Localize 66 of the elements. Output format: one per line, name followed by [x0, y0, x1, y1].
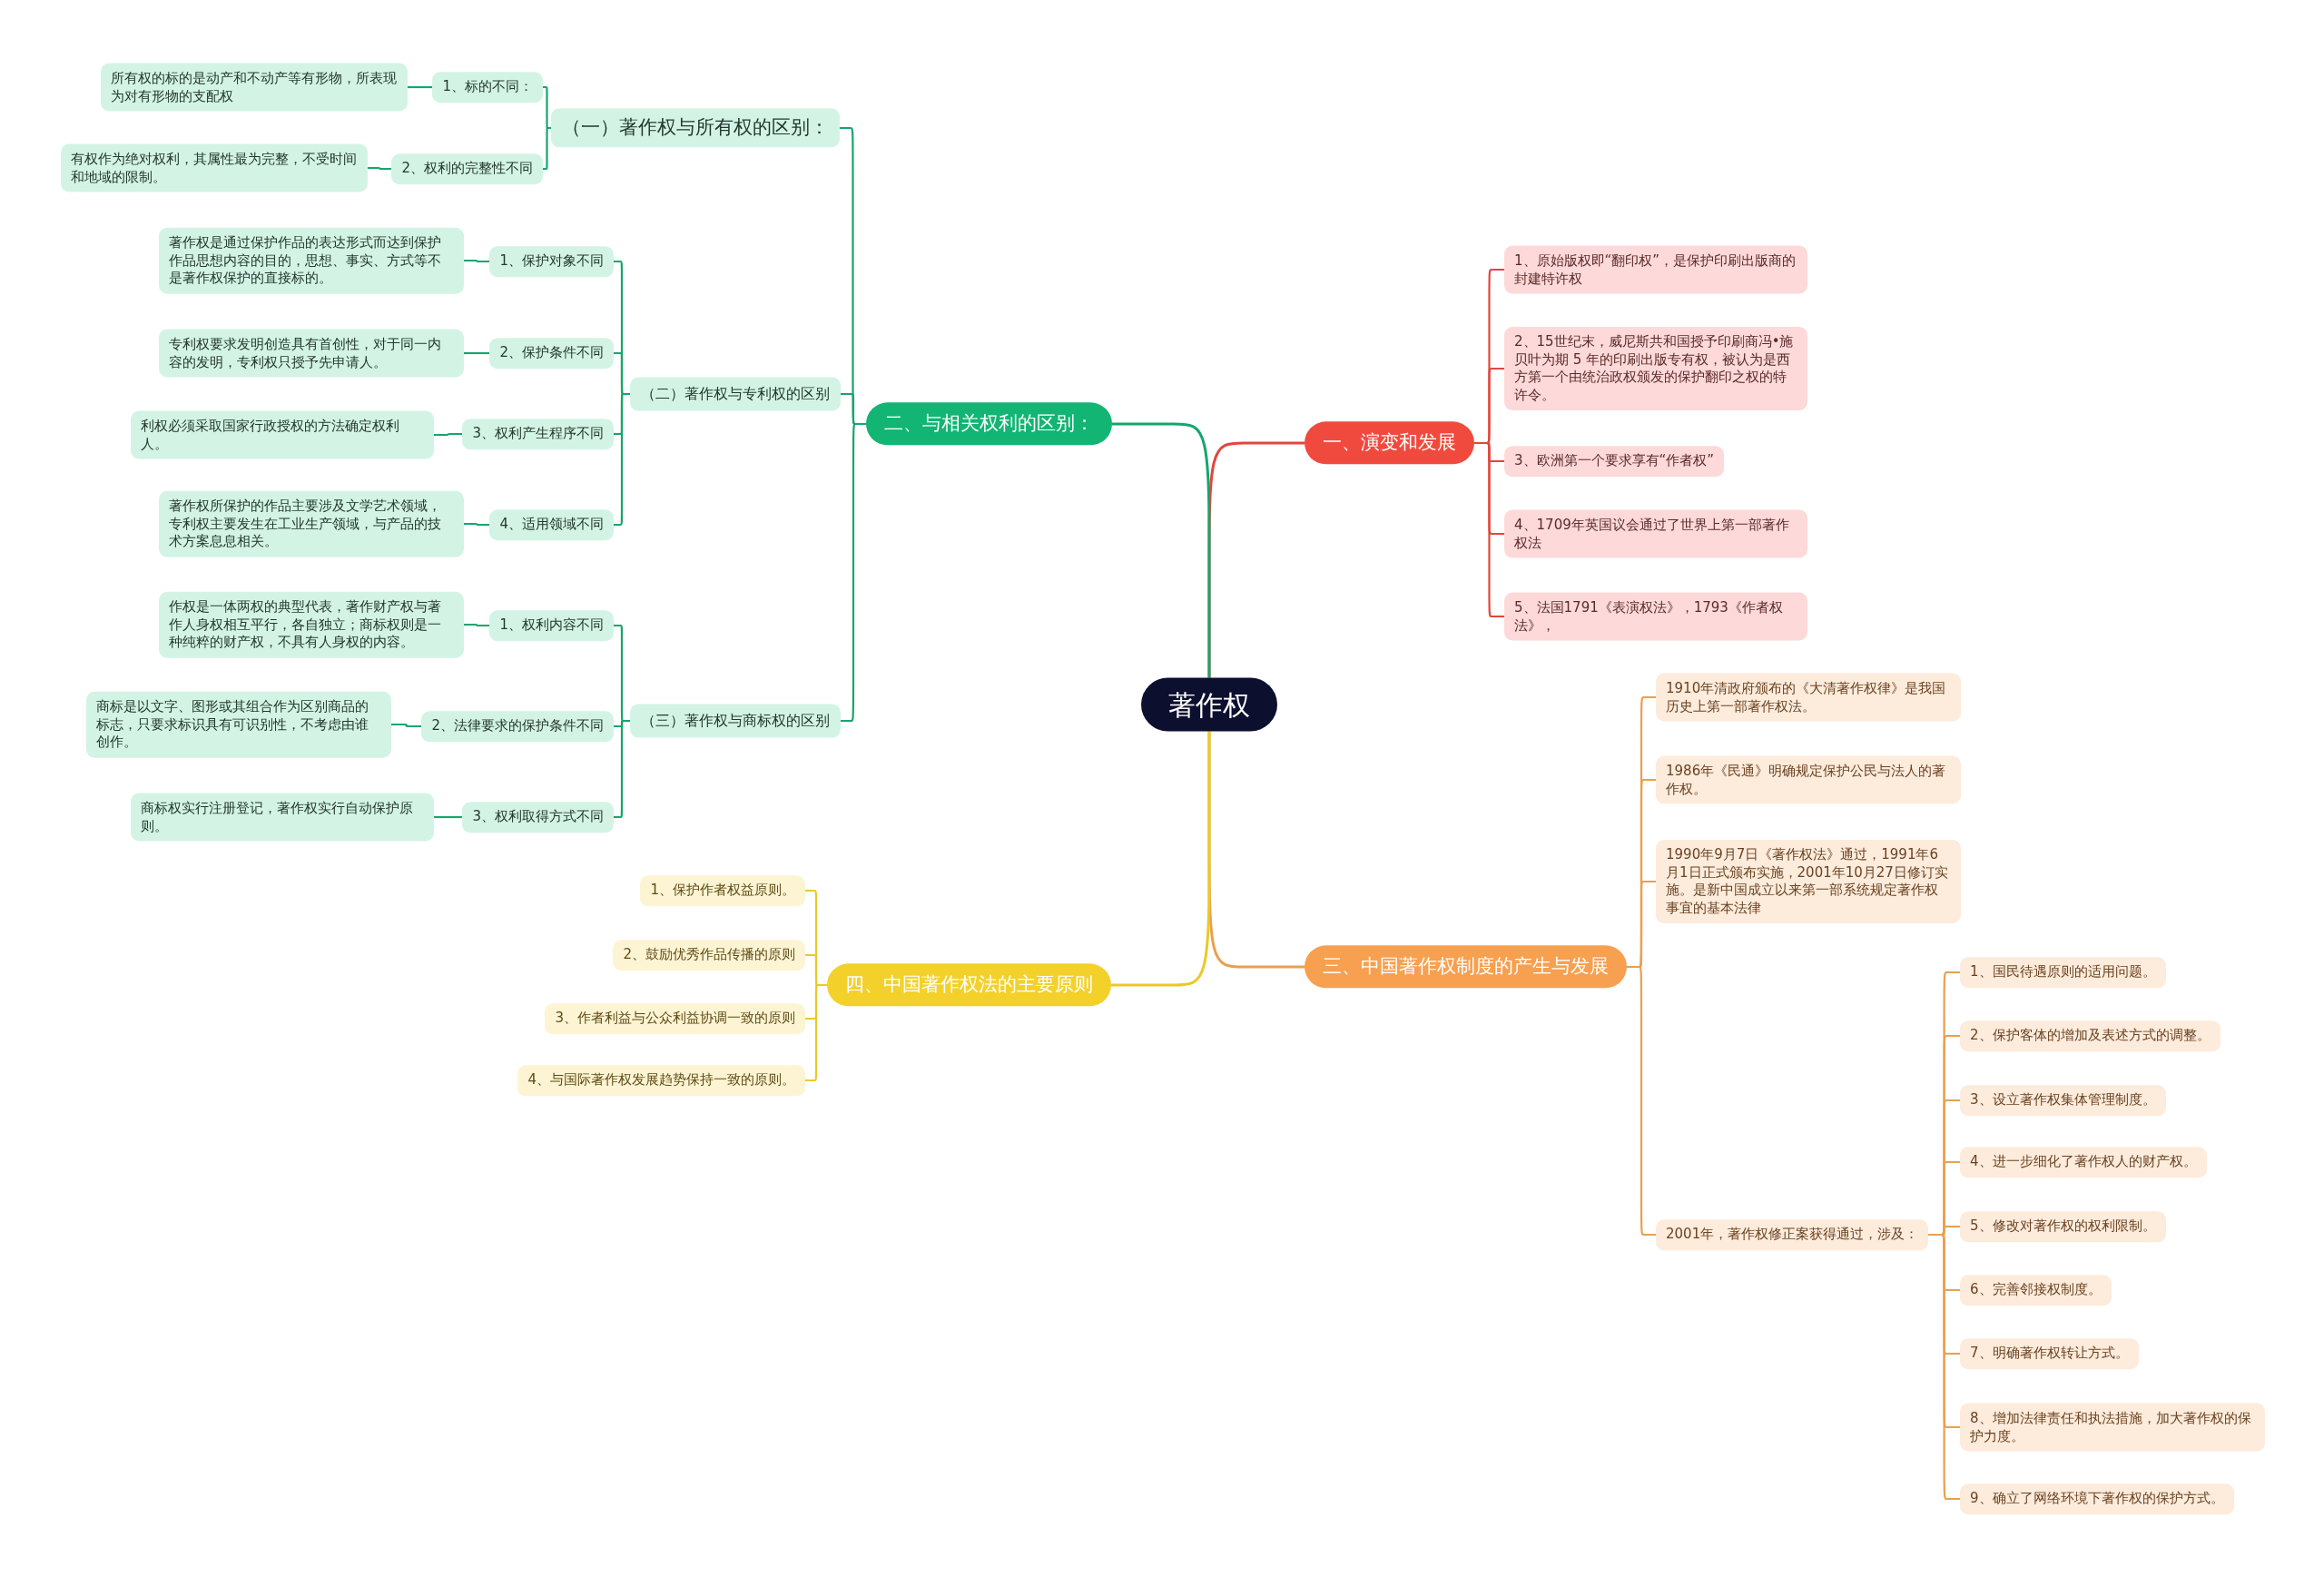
topic-box: 4、1709年英国议会通过了世界上第一部著作权法 — [1504, 509, 1807, 558]
topic-box: 4、与国际著作权发展趋势保持一致的原则。 — [517, 1065, 805, 1096]
topic-box: 3、权利产生程序不同 — [462, 419, 614, 449]
topic-box: 4、进一步细化了著作权人的财产权。 — [1960, 1147, 2207, 1178]
connector-line — [805, 983, 827, 1082]
connector-line — [391, 723, 422, 728]
connector-line — [1474, 441, 1504, 618]
connector-line — [368, 166, 392, 171]
topic-box: 1910年清政府颁布的《大清著作权律》是我国历史上第一部著作权法。 — [1656, 673, 1961, 722]
topic-box: 作权是一体两权的典型代表，著作财产权与著作人身权相互平行，各自独立；商标权则是一种纯粹的财产权，不具有人身权的内容。 — [159, 591, 464, 658]
topic-box: 9、确立了网络环境下著作权的保护方式。 — [1960, 1483, 2234, 1514]
topic-box: 1、保护对象不同 — [489, 246, 614, 277]
central-topic: 著作权 — [1141, 677, 1277, 732]
topic-box: 2、法律要求的保护条件不同 — [421, 711, 614, 742]
branch-topic: 三、中国著作权制度的产生与发展 — [1305, 945, 1627, 989]
topic-box: 所有权的标的是动产和不动产等有形物，所表现为对有形物的支配权 — [101, 63, 408, 112]
topic-box: 商标权实行注册登记，著作权实行自动保护原则。 — [131, 793, 434, 842]
connector-line — [464, 623, 490, 627]
connector-line — [464, 522, 490, 527]
topic-box: 3、作者利益与公众利益协调一致的原则 — [545, 1003, 805, 1034]
subtopic-box: （一）著作权与所有权的区别： — [551, 108, 840, 148]
topic-box: 2、保护条件不同 — [489, 338, 614, 369]
topic-box: 3、设立著作权集体管理制度。 — [1960, 1085, 2166, 1116]
topic-box: 1990年9月7日《著作权法》通过，1991年6月1日正式颁布实施，2001年10月27日修订实施。是新中国成立以来第一部系统规定著作权事宜的基本法律 — [1656, 840, 1961, 923]
topic-box: 2001年，著作权修正案获得通过，涉及： — [1656, 1219, 1929, 1250]
topic-box: 著作权所保护的作品主要涉及文学艺术领域，专利权主要发生在工业生产领域，与产品的技术方案息息相关。 — [159, 490, 464, 557]
topic-box: 4、适用领域不同 — [489, 509, 614, 540]
topic-box: 2、15世纪末，威尼斯共和国授予印刷商冯•施贝叶为期 5 年的印刷出版专有权，被认为是西方第一个由统治政权颁发的保护翻印之权的特许令。 — [1504, 327, 1807, 410]
topic-box: 著作权是通过保护作品的表达形式而达到保护作品思想内容的目的，思想、事实、方式等不是著作权保护的直接标的。 — [159, 227, 464, 294]
topic-box: 3、欧洲第一个要求享有“作者权” — [1504, 446, 1725, 477]
topic-box: 7、明确著作权转让方式。 — [1960, 1338, 2139, 1369]
topic-box: 1、原始版权即“翻印权”，是保护印刷出版商的封建特许权 — [1504, 245, 1807, 294]
topic-box: 2、权利的完整性不同 — [391, 153, 543, 184]
topic-box: 1、保护作者权益原则。 — [640, 875, 805, 906]
branch-topic: 四、中国著作权法的主要原则 — [827, 963, 1111, 1007]
topic-box: 专利权要求发明创造具有首创性，对于同一内容的发明，专利权只授予先申请人。 — [159, 329, 464, 378]
topic-box: 1986年《民通》明确规定保护公民与法人的著作权。 — [1656, 755, 1961, 804]
topic-box: 6、完善邻接权制度。 — [1960, 1275, 2112, 1306]
branch-topic: 二、与相关权利的区别： — [866, 402, 1112, 446]
topic-box: 5、修改对著作权的权利限制。 — [1960, 1211, 2166, 1242]
subtopic-box: （二）著作权与专利权的区别 — [630, 377, 841, 411]
topic-box: 1、标的不同： — [432, 72, 543, 103]
topic-box: 2、保护客体的增加及表述方式的调整。 — [1960, 1020, 2221, 1051]
connector-line — [1627, 965, 1656, 1237]
topic-box: 商标是以文字、图形或其组合作为区别商品的标志，只要求标识具有可识别性，不考虑由谁创作。 — [86, 691, 391, 758]
topic-box: 有权作为绝对权利，其属性最为完整，不受时间和地域的限制。 — [61, 143, 368, 192]
subtopic-box: （三）著作权与商标权的区别 — [630, 704, 841, 738]
topic-box: 1、权利内容不同 — [489, 610, 614, 641]
connector-line — [434, 432, 463, 437]
connector-line — [841, 422, 866, 723]
topic-box: 8、增加法律责任和执法措施，加大著作权的保护力度。 — [1960, 1403, 2265, 1452]
connector-line — [434, 815, 463, 819]
connector-line — [408, 85, 433, 89]
connector-line — [464, 259, 490, 263]
connector-line — [614, 719, 630, 819]
topic-box: 5、法国1791《表演权法》，1793《作者权法》， — [1504, 592, 1807, 641]
connector-line — [614, 392, 630, 527]
topic-box: 2、鼓励优秀作品传播的原则 — [613, 940, 805, 971]
topic-box: 3、权利取得方式不同 — [462, 802, 614, 833]
topic-box: 1、国民待遇原则的适用问题。 — [1960, 957, 2166, 988]
connector-line — [464, 351, 490, 355]
connector-line — [1111, 731, 1211, 987]
branch-topic: 一、演变和发展 — [1305, 421, 1474, 465]
connector-line — [1928, 1233, 1960, 1501]
topic-box: 利权必须采取国家行政授权的方法确定权利人。 — [131, 410, 434, 459]
connector-line — [1112, 422, 1211, 678]
